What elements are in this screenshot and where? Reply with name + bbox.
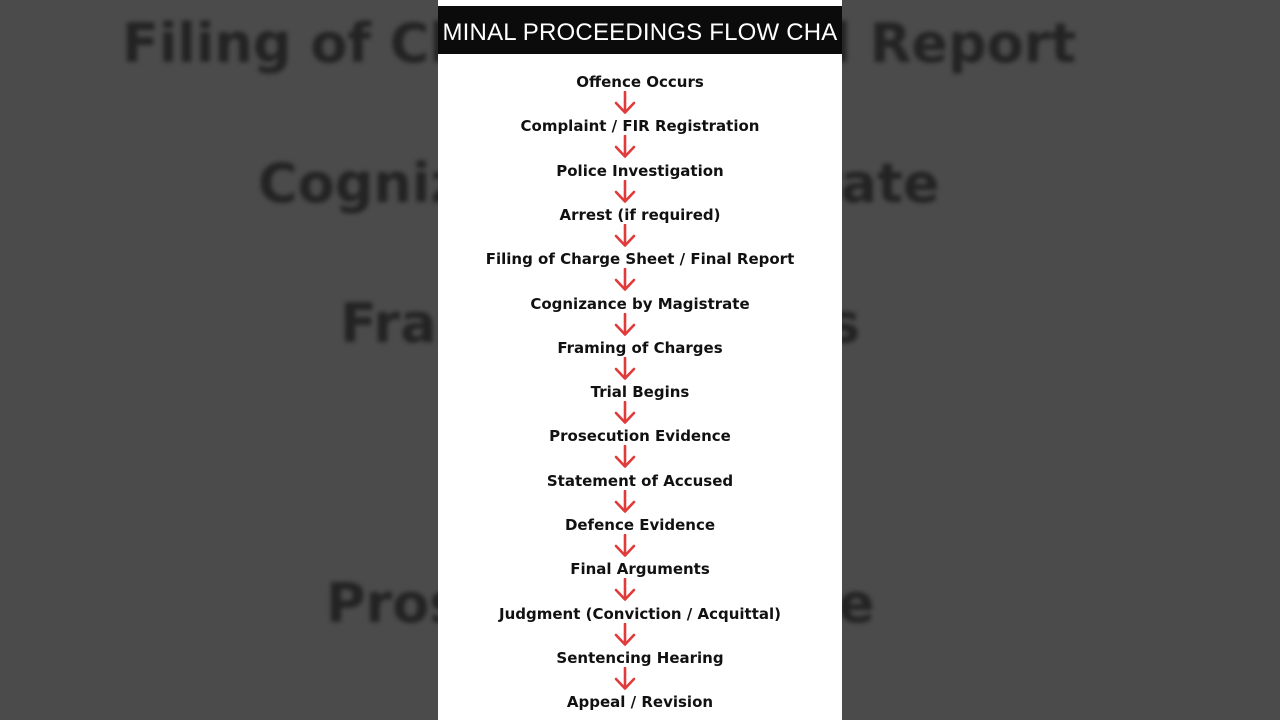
down-arrow-icon xyxy=(614,578,636,602)
down-arrow-icon xyxy=(614,445,636,469)
down-arrow-icon xyxy=(614,622,636,647)
flowchart-panel: MINAL PROCEEDINGS FLOW CHA Offence Occur… xyxy=(438,0,842,720)
flow-step: Arrest (if required) xyxy=(559,205,721,224)
flow-step: Defence Evidence xyxy=(564,516,716,534)
flow-step: Trial Begins xyxy=(590,383,690,402)
flow-step: Cognizance by Magistrate xyxy=(530,294,750,313)
down-arrow-icon xyxy=(614,401,636,425)
down-arrow-icon xyxy=(614,356,636,381)
down-arrow-icon xyxy=(614,179,636,204)
down-arrow-icon xyxy=(614,489,636,514)
down-arrow-icon xyxy=(614,135,636,159)
chart-title: MINAL PROCEEDINGS FLOW CHA xyxy=(442,19,838,46)
flow-step: Complaint / FIR Registration xyxy=(520,117,760,136)
flow-step: Prosecution Evidence xyxy=(549,427,731,446)
down-arrow-icon xyxy=(614,666,636,691)
flow-step: Appeal / Revision xyxy=(566,693,714,712)
flow-step: Final Arguments xyxy=(570,560,710,579)
flow-step: Statement of Accused xyxy=(546,471,734,490)
down-arrow-icon xyxy=(614,312,636,337)
down-arrow-icon xyxy=(614,223,636,248)
down-arrow-icon xyxy=(614,534,636,558)
down-arrow-icon xyxy=(614,91,636,115)
down-arrow-icon xyxy=(614,268,636,292)
background-text-right: al Report xyxy=(796,12,1077,75)
background-text-left: Cogniz xyxy=(258,152,462,215)
flow-step: Judgment (Conviction / Acquittal) xyxy=(498,604,781,623)
flow-step: Offence Occurs xyxy=(576,73,704,91)
title-bar: MINAL PROCEEDINGS FLOW CHA xyxy=(438,6,842,54)
flow-step: Filing of Charge Sheet / Final Report xyxy=(485,250,795,269)
flow-step: Police Investigation xyxy=(556,161,724,180)
flow-step: Framing of Charges xyxy=(557,338,723,357)
flow-step: Sentencing Hearing xyxy=(556,648,724,667)
